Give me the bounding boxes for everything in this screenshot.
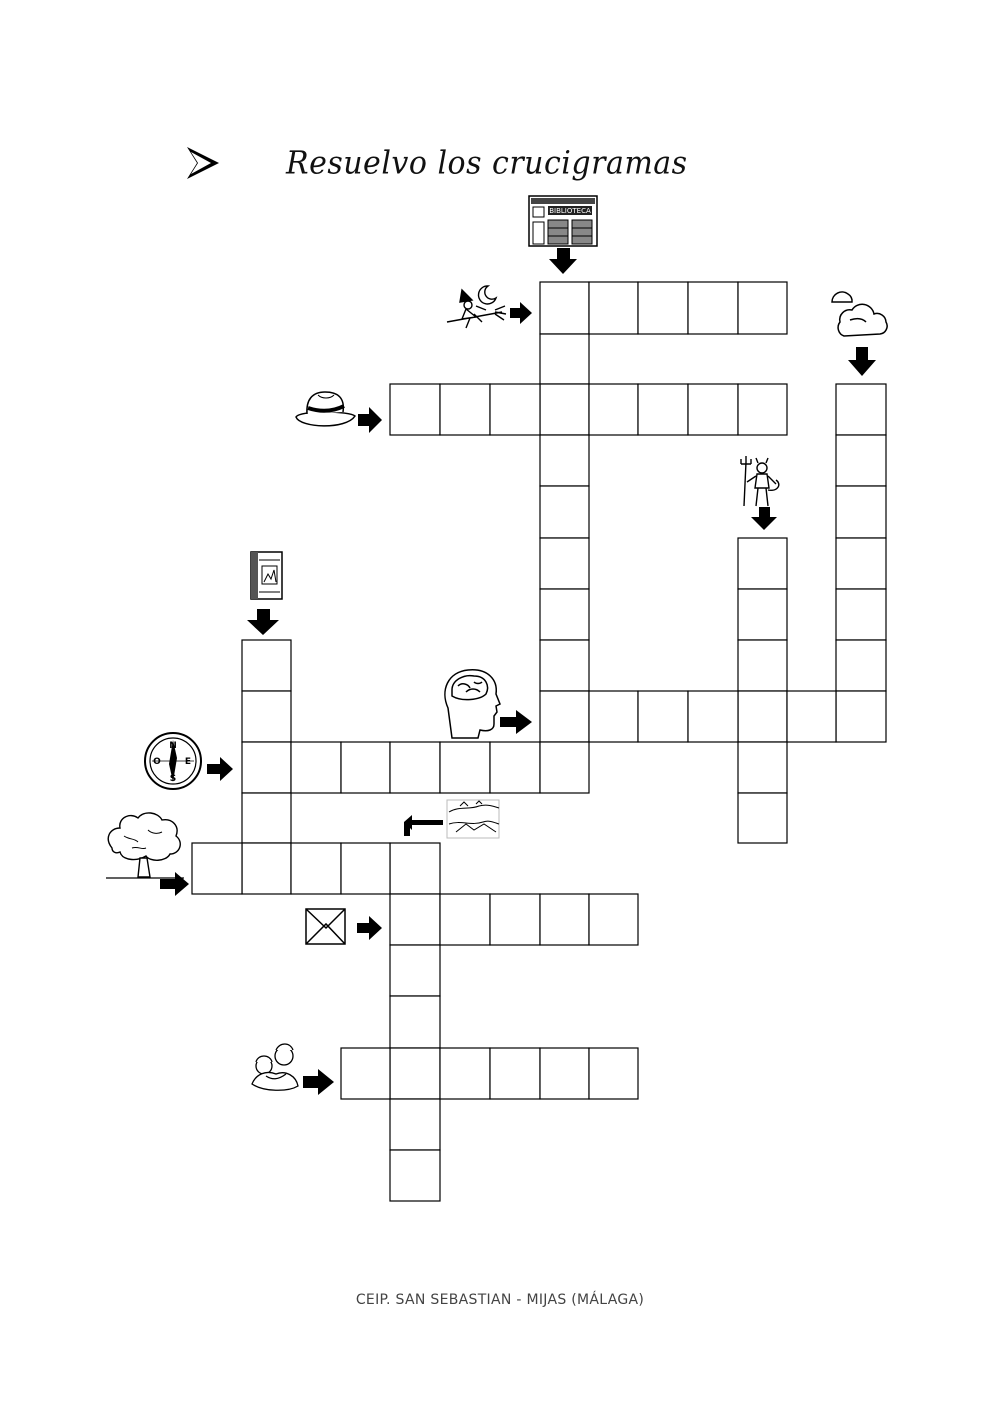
crossword-cell[interactable] [737,383,788,436]
crossword-cell[interactable] [588,1047,639,1100]
crossword-cell[interactable] [389,741,441,794]
crossword-cell[interactable] [637,383,689,436]
crossword-cell[interactable] [340,741,391,794]
compass-letter-o: O [153,757,161,767]
arrow-right-hug-icon [303,1069,334,1095]
crossword-cell[interactable] [539,1047,590,1100]
compass-letter-n: N [169,741,177,751]
library-sign-text: BIBLIOTECA [549,207,591,215]
crossword-cell[interactable] [290,741,342,794]
arrow-right-hat-icon [358,407,382,433]
arrow-bent-stem [404,822,410,836]
arrow-right-envelope-icon [357,916,382,940]
crossword-cell[interactable] [489,383,541,436]
crossword-cell[interactable] [835,383,887,436]
landscape-icon [446,799,500,839]
crossword-cell[interactable] [539,690,590,743]
page-title: Resuelvo los crucigramas [286,145,688,182]
crossword-cell[interactable] [588,690,639,743]
crossword-cell[interactable] [389,995,441,1049]
crossword-cell[interactable] [389,1098,441,1151]
crossword-cell[interactable] [340,1047,391,1100]
school-footer: CEIP. SAN SEBASTIAN - MIJAS (MÁLAGA) [355,1292,645,1308]
crossword-cell[interactable] [737,588,788,641]
arrow-right-tree-icon [160,872,189,896]
compass-letter-e: E [185,757,191,767]
witch-icon [446,285,507,329]
crossword-cell[interactable] [737,281,788,335]
crossword-cell[interactable] [687,383,739,436]
crossword-cell[interactable] [191,842,243,895]
crossword-cell[interactable] [835,639,887,692]
crossword-cell[interactable] [539,588,590,641]
arrow-down-book-icon [247,609,279,635]
crossword-cell[interactable] [786,690,837,743]
devil-icon [740,456,780,507]
crossword-cell[interactable] [737,792,788,844]
crossword-cell[interactable] [835,434,887,487]
arrow-right-witch-icon [510,302,532,324]
library-icon: BIBLIOTECA [528,195,598,247]
crossword-cell[interactable] [389,893,441,946]
arrow-right-compass-icon [207,757,233,781]
tree-icon [106,812,184,879]
crossword-cell[interactable] [835,690,887,743]
bullet-arrow-icon [187,147,219,179]
crossword-cell[interactable] [389,842,441,895]
crossword-cell[interactable] [241,639,292,692]
crossword-cell[interactable] [340,842,391,895]
arrow-right-head-icon [500,710,532,734]
crossword-cell[interactable] [439,383,491,436]
crossword-cell[interactable] [588,383,639,436]
crossword-cell[interactable] [389,1149,441,1202]
crossword-cell[interactable] [588,893,639,946]
crossword-cell[interactable] [637,281,689,335]
envelope-icon [305,908,346,945]
crossword-cell[interactable] [539,434,590,487]
compass-letter-s: S [170,774,176,784]
compass-icon: N S E O [144,732,202,790]
arrow-down-cloud-icon [848,347,876,376]
hat-icon [295,391,356,427]
crossword-cell[interactable] [835,588,887,641]
crossword-cell[interactable] [489,1047,541,1100]
crossword-cell[interactable] [489,741,541,794]
arrow-down-devil-icon [751,507,777,530]
crossword-cell[interactable] [489,893,541,946]
crossword-cell[interactable] [687,690,739,743]
crossword-cell[interactable] [737,537,788,590]
crossword-cell[interactable] [241,690,292,743]
arrow-bent-landscape-icon [404,815,443,830]
crossword-cell[interactable] [539,639,590,692]
book-icon [250,551,283,600]
crossword-cell[interactable] [539,281,590,335]
cloud-icon [831,291,888,337]
crossword-cell[interactable] [737,639,788,692]
head-icon [444,669,501,739]
arrow-down-library-icon [549,248,577,274]
crossword-cell[interactable] [389,1047,441,1100]
crossword-cell[interactable] [539,741,590,794]
hug-icon [251,1043,299,1091]
crossword-cell[interactable] [539,485,590,539]
crossword-cell[interactable] [539,383,590,436]
crossword-cell[interactable] [539,537,590,590]
